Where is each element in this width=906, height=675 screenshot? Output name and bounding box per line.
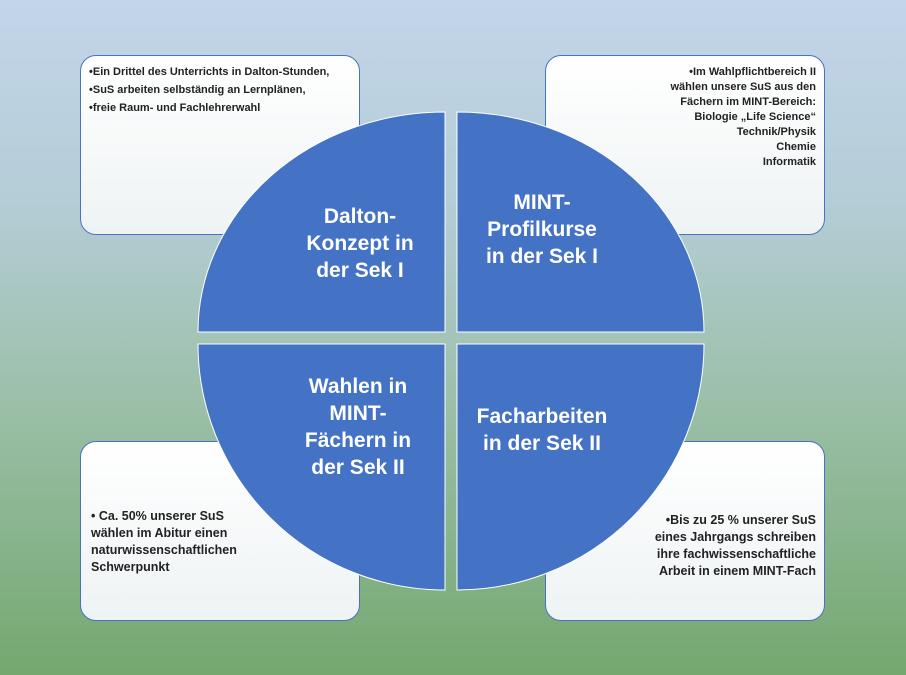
label-line: Wahlen in xyxy=(308,375,408,398)
quadrant-label-mint-profil: MINT- Profilkurse in der Sek I xyxy=(467,189,617,270)
quadrant-label-dalton: Dalton- Konzept in der Sek I xyxy=(285,203,435,284)
text-line: Arbeit in einem MINT-Fach xyxy=(659,564,816,578)
label-line: der Sek II xyxy=(311,456,405,479)
quadrant-label-wahlen: Wahlen in MINT- Fächern in der Sek II xyxy=(283,373,433,481)
label-line: in der Sek I xyxy=(485,245,599,268)
label-line: Profilkurse xyxy=(487,218,597,241)
label-line: Dalton- xyxy=(323,205,397,228)
quadrant-bottom-left xyxy=(197,343,446,591)
text-line: Technik/Physik xyxy=(736,126,816,138)
text-line: Fächern im MINT-Bereich: xyxy=(680,96,816,108)
bullet: • Ca. 50% unserer SuS wählen im Abitur e… xyxy=(91,509,237,574)
label-line: MINT- xyxy=(513,191,571,214)
text-line: Informatik xyxy=(762,156,816,168)
bullet: •Ein Drittel des Unterrichts in Dalton-S… xyxy=(89,66,330,78)
quadrant-label-facharbeiten: Facharbeiten in der Sek II xyxy=(462,403,622,457)
label-line: in der Sek II xyxy=(483,432,601,455)
text-line: Biologie „Life Science“ xyxy=(694,111,816,123)
text-line: Chemie xyxy=(776,141,816,153)
quadrant-top-left xyxy=(197,111,446,333)
text-line: •Im Wahlpflichtbereich II xyxy=(689,66,816,78)
bullet: •freie Raum- und Fachlehrerwahl xyxy=(89,102,261,114)
text-line: wählen unsere SuS aus den xyxy=(670,81,817,93)
label-line: Facharbeiten xyxy=(476,405,608,428)
quadrant-top-right xyxy=(456,111,705,333)
text-line: •Bis zu 25 % unserer SuS xyxy=(665,513,816,527)
label-line: Konzept in xyxy=(306,232,414,255)
label-line: der Sek I xyxy=(316,259,404,282)
text-line: ihre fachwissenschaftliche xyxy=(656,547,816,561)
label-line: Fächern in xyxy=(304,429,412,452)
text-line: eines Jahrgangs schreiben xyxy=(654,530,816,544)
label-line: MINT- xyxy=(329,402,387,425)
info-box-dalton: •Ein Drittel des Unterrichts in Dalton-S… xyxy=(80,55,360,235)
quadrant-bottom-right xyxy=(456,343,705,591)
bullet: •SuS arbeiten selbständig an Lernplänen, xyxy=(89,84,306,96)
